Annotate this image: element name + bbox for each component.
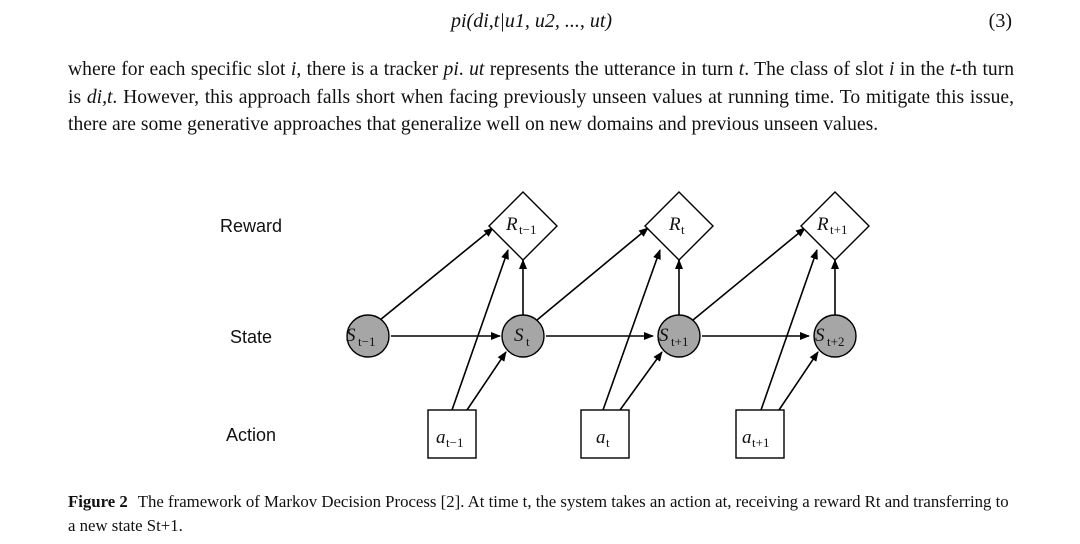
reward-node: R t−1	[488, 191, 558, 261]
state-node: S t+2	[813, 314, 857, 358]
state-subscript: t+1	[671, 334, 688, 349]
edge-action-reward	[760, 249, 818, 411]
reward-symbol: R	[668, 214, 681, 235]
equation-3: pi(di,t|u1, u2, ..., ut) (3)	[0, 8, 1080, 38]
state-symbol: S	[346, 325, 356, 346]
state-subscript: t	[526, 334, 530, 349]
math-var: ut	[469, 59, 485, 80]
equation-number: (3)	[988, 10, 1012, 32]
edges	[379, 227, 839, 411]
state-symbol: S	[514, 325, 524, 346]
edge-action-state	[619, 351, 663, 411]
reward-subscript: t	[681, 222, 685, 237]
mdp-figure: Reward State Action	[0, 180, 1080, 480]
edge-action-reward	[602, 249, 661, 411]
action-node: a t+1	[735, 409, 785, 459]
action-node: a t	[580, 409, 630, 459]
body-paragraph: where for each specific slot i, there is…	[68, 56, 1014, 139]
reward-subscript: t+1	[830, 222, 847, 237]
action-symbol: a	[436, 427, 446, 448]
row-label-action: Action	[226, 425, 276, 445]
figure-caption: Figure 2 The framework of Markov Decisio…	[68, 490, 1014, 538]
action-symbol: a	[596, 427, 606, 448]
row-label-reward: Reward	[220, 216, 282, 236]
math-var: t	[949, 59, 956, 80]
state-node: S t	[501, 314, 545, 358]
state-symbol: S	[815, 325, 825, 346]
action-subscript: t+1	[752, 435, 769, 450]
para-text: . The class of slot	[744, 59, 889, 80]
state-subscript: t+2	[827, 334, 844, 349]
math-var: pi	[443, 59, 459, 80]
para-text: . However, this approach falls short whe…	[68, 86, 1015, 136]
para-text: in the	[894, 59, 950, 80]
math-var: i	[888, 59, 895, 80]
state-node: S t+1	[657, 314, 701, 358]
mdp-diagram: Reward State Action	[220, 191, 870, 459]
equation-body: pi(di,t|u1, u2, ..., ut)	[451, 10, 613, 32]
state-subscript: t−1	[358, 334, 375, 349]
caption-text: The framework of Markov Decision Process…	[68, 492, 1009, 535]
reward-symbol: R	[505, 214, 518, 235]
reward-node: R t	[644, 191, 714, 261]
edge-action-state	[466, 351, 507, 411]
para-text: -th turn is	[68, 59, 1015, 108]
reward-subscript: t−1	[519, 222, 536, 237]
reward-symbol: R	[816, 214, 829, 235]
state-node: S t−1	[346, 314, 390, 358]
action-subscript: t−1	[446, 435, 463, 450]
math-var: t	[738, 59, 745, 80]
para-text: .	[458, 59, 470, 80]
caption-label: Figure 2	[68, 492, 128, 511]
para-text: represents the utterance in turn	[484, 59, 739, 80]
math-var: i	[290, 59, 297, 80]
edge-state-reward	[379, 227, 494, 321]
reward-node: R t+1	[800, 191, 870, 261]
math-var: di,t	[86, 86, 113, 108]
action-node: a t−1	[427, 409, 477, 459]
para-text: where for each specific slot	[68, 59, 291, 80]
edge-state-reward	[692, 227, 806, 321]
state-symbol: S	[659, 325, 669, 346]
para-text: , there is a tracker	[296, 59, 444, 80]
edge-action-state	[778, 351, 819, 411]
edge-state-reward	[536, 227, 649, 321]
action-symbol: a	[742, 427, 752, 448]
action-subscript: t	[606, 435, 610, 450]
edge-action-reward	[451, 249, 509, 411]
row-label-state: State	[230, 327, 272, 347]
